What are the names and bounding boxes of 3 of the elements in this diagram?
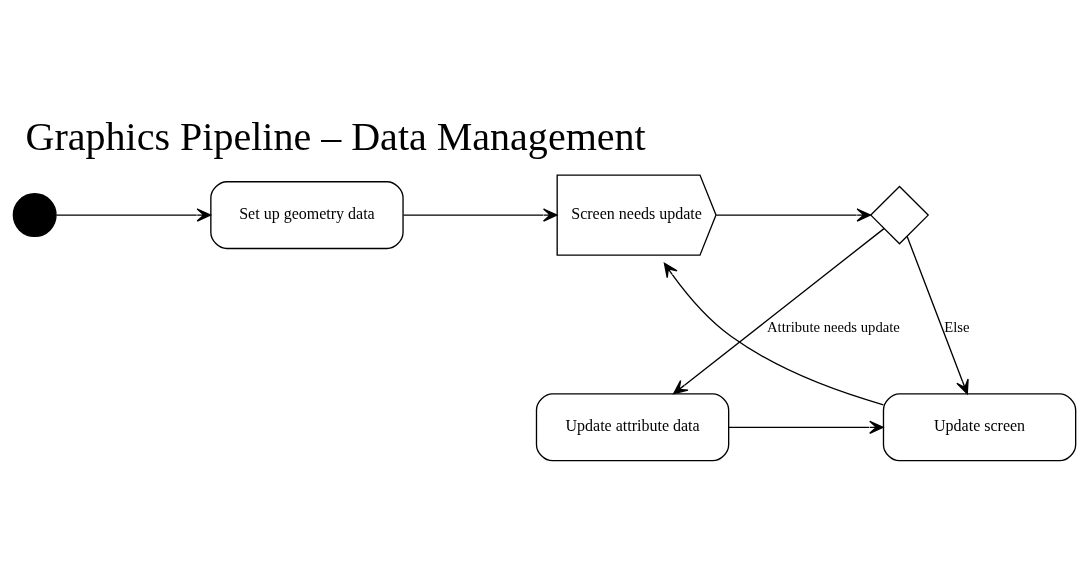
edge-label: Else	[944, 318, 970, 335]
diagram-title: Graphics Pipeline – Data Management	[25, 113, 646, 159]
edge-label: Attribute needs update	[767, 318, 900, 335]
